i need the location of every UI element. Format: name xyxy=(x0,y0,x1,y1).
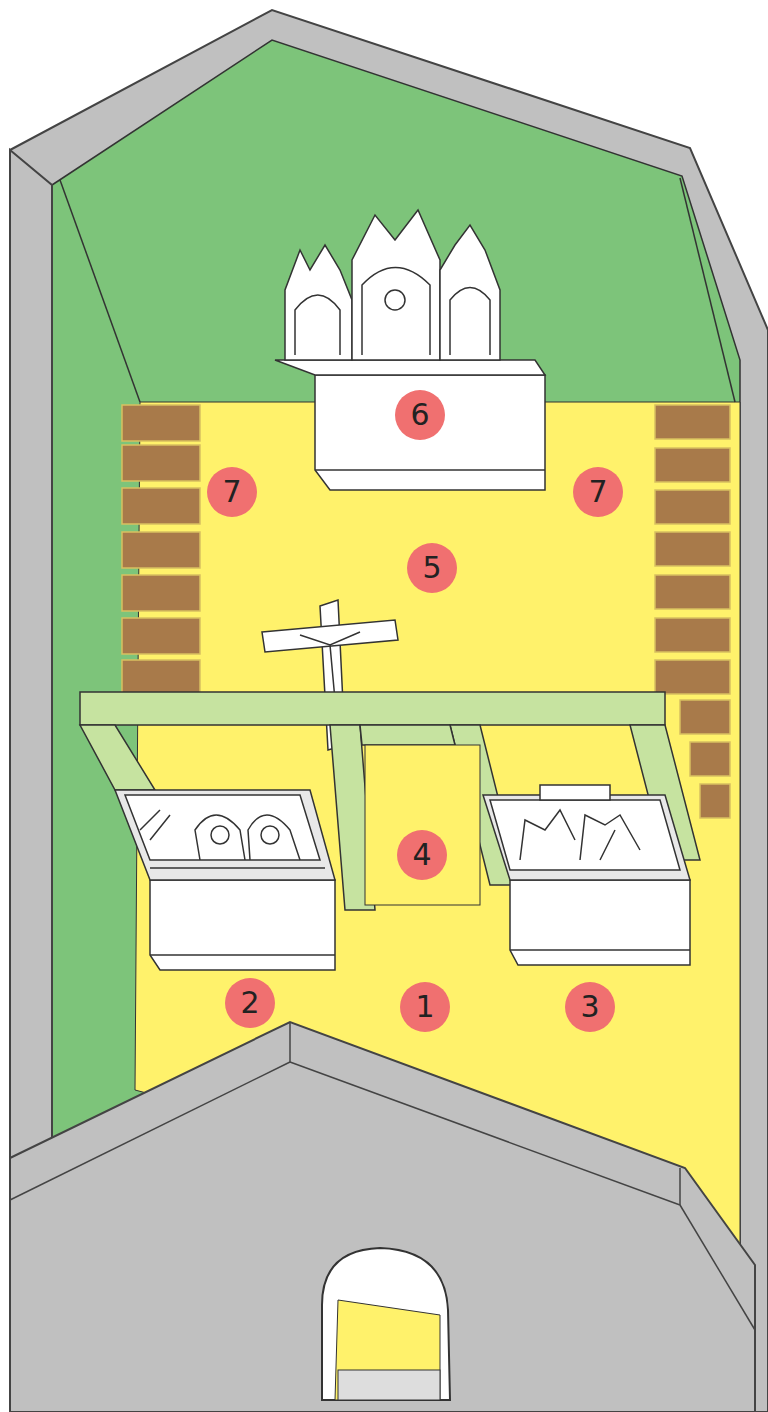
callout-number: 4 xyxy=(397,830,447,880)
callout-number: 7 xyxy=(207,467,257,517)
callout-number: 5 xyxy=(407,543,457,593)
callout-number: 6 xyxy=(395,390,445,440)
callout-number: 1 xyxy=(400,982,450,1032)
callout-number: 2 xyxy=(225,978,275,1028)
callout-number: 3 xyxy=(565,982,615,1032)
callout-number: 7 xyxy=(573,467,623,517)
